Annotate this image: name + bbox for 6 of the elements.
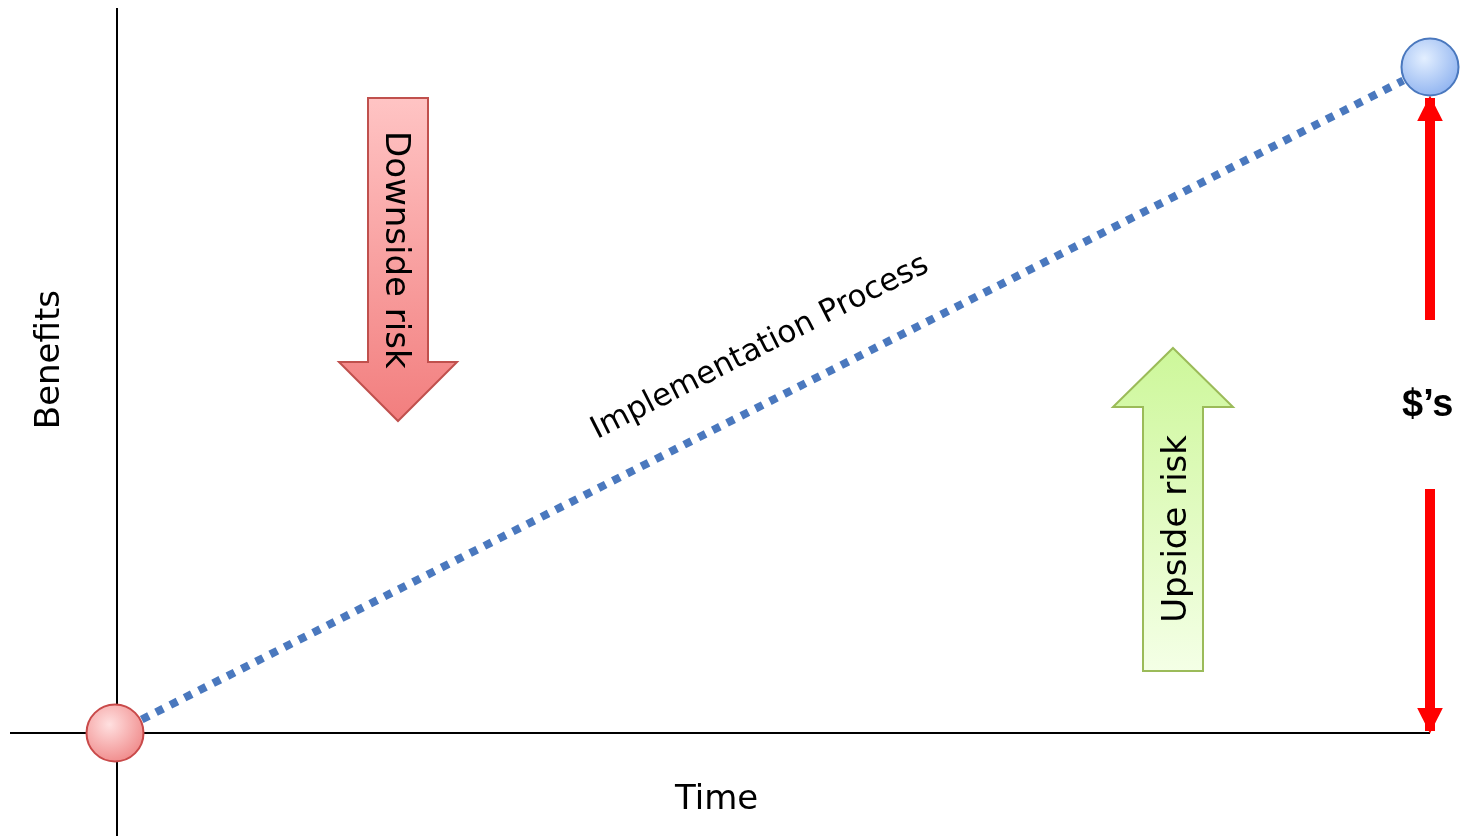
dotted-line xyxy=(139,77,1406,723)
arrow-label: Upside risk xyxy=(1157,435,1191,623)
axis-label: Benefits xyxy=(30,290,64,430)
arrow-label: Downside risk xyxy=(381,131,415,369)
axis-label: Time xyxy=(675,780,759,814)
dimension-label: $’s xyxy=(1402,384,1454,422)
